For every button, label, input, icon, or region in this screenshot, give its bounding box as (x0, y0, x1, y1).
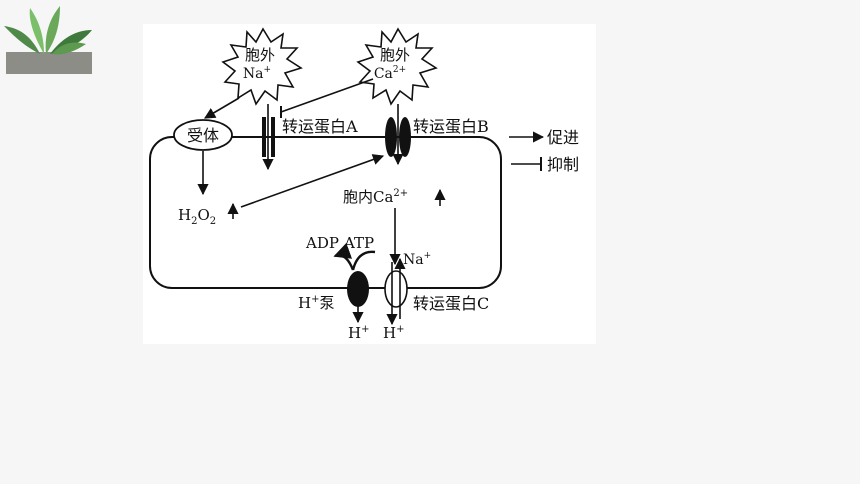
atp-to-pump-curve (351, 250, 376, 271)
diagram-card: 胞外 Na+ 胞外 Ca2+ 受体 转运蛋白A 转运蛋白B H2O2 胞内Ca2… (143, 24, 596, 344)
transporter-b-label: 转运蛋白B (413, 117, 489, 136)
cell-diagram: 胞外 Na+ 胞外 Ca2+ 受体 转运蛋白A 转运蛋白B H2O2 胞内Ca2… (149, 27, 579, 342)
plant-decoration (4, 6, 92, 74)
na-star-label-top: 胞外 (245, 46, 275, 64)
legend: 促进 抑制 (509, 128, 579, 174)
transporter-b (385, 117, 411, 157)
svg-text:Ca2+: Ca2+ (374, 65, 406, 82)
legend-promote-label: 促进 (547, 128, 579, 147)
na-star-sup: + (264, 65, 272, 75)
intracellular-ca-label: 胞内Ca2+ (343, 188, 408, 206)
arrow-na-to-receptor (204, 97, 240, 119)
transporter-a-channel (262, 117, 275, 157)
receptor-ellipse (173, 119, 233, 151)
extracellular-na-star (221, 27, 303, 106)
receptor-label: 受体 (187, 126, 219, 145)
plant-pot (6, 52, 92, 74)
inhibit-line-ca-to-a (280, 78, 374, 113)
legend-inhibit-label: 抑制 (547, 155, 579, 174)
na-plus-label: Na+ (403, 251, 431, 268)
transporter-c-label: 转运蛋白C (413, 294, 489, 313)
na-star-label: Na (243, 66, 264, 82)
extracellular-ca-star (356, 27, 438, 106)
h-pump-label: H+泵 (298, 294, 335, 312)
svg-text:Na+: Na+ (243, 65, 271, 82)
ca-star-sup: 2+ (393, 65, 406, 75)
arrow-h2o2-to-b (240, 154, 385, 208)
ca-star-label-top: 胞外 (380, 46, 410, 64)
h-out-2: H+ (383, 324, 404, 342)
h2o2-label: H2O2 (178, 206, 216, 227)
cell-membrane (149, 136, 502, 289)
ca-star-label: Ca (374, 66, 393, 82)
transporter-a-label: 转运蛋白A (282, 117, 358, 136)
pump-to-adp-curve (333, 242, 355, 271)
atp-label: ATP (343, 234, 374, 252)
h-out-1: H+ (348, 324, 369, 342)
adp-label: ADP (305, 234, 339, 252)
transporter-c-oval (384, 270, 408, 308)
h-pump-oval (347, 271, 369, 307)
